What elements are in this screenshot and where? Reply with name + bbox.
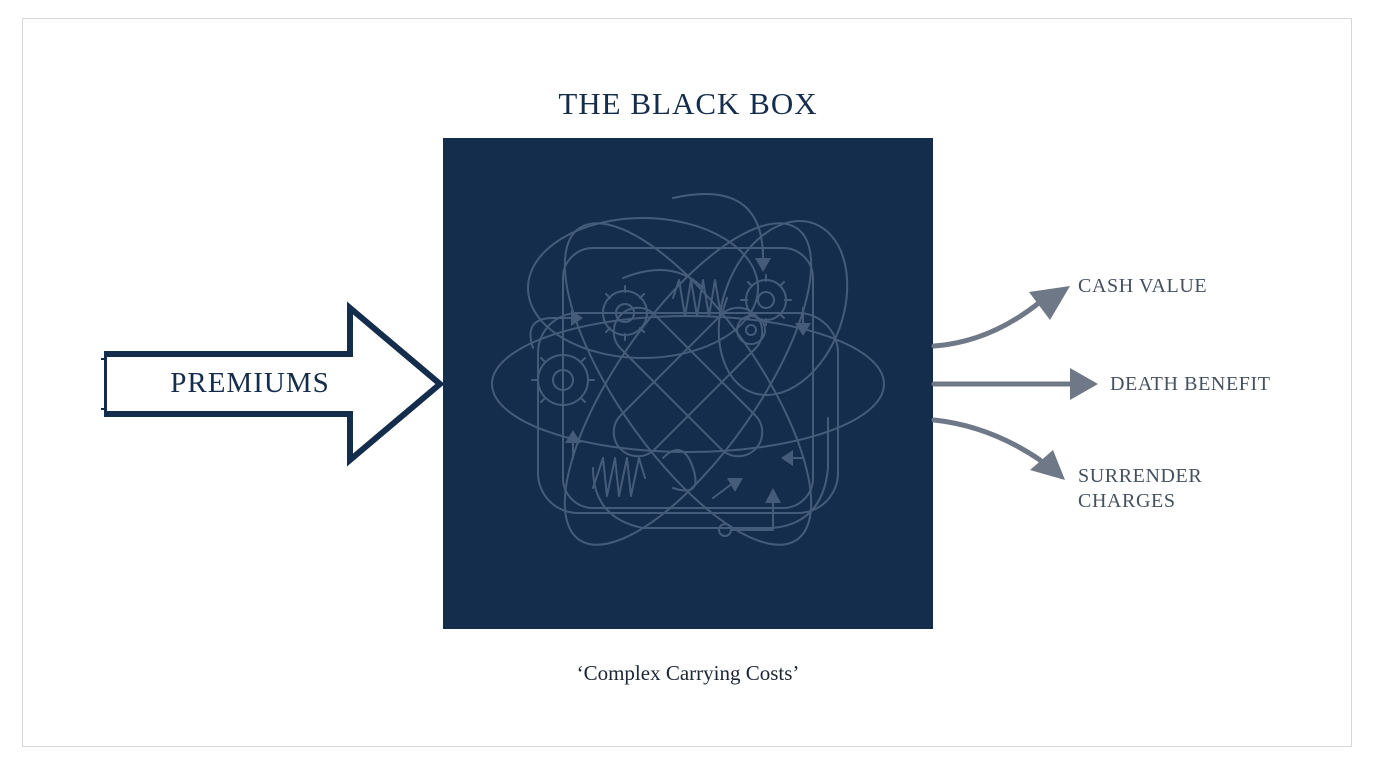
output-arrows (931, 286, 1098, 480)
cash-value-label: CASH VALUE (1078, 275, 1208, 297)
spring-icon (592, 457, 646, 497)
gear-icon (736, 315, 766, 345)
loop-arrow-icon (795, 323, 811, 336)
orbit-ring (563, 222, 813, 546)
orbit-ring (491, 315, 885, 453)
cash-value-arrow (931, 299, 1043, 349)
loop-arrow-icon (765, 488, 781, 503)
black-box (443, 138, 933, 629)
surrender-charges-arrow (931, 417, 1043, 463)
diagram-title: THE BLACK BOX (558, 86, 818, 121)
gear-icon (740, 274, 792, 326)
premiums-label: PREMIUMS (170, 367, 330, 399)
loop-arrow-icon (781, 450, 793, 466)
loop-arrow-icon (571, 310, 583, 326)
death-benefit-label: DEATH BENEFIT (1110, 373, 1271, 395)
surrender-charges-arrowhead (1030, 450, 1065, 480)
loop-arrow-icon (727, 478, 743, 492)
diagram-frame (22, 18, 1352, 747)
death-benefit-arrowhead (1070, 368, 1098, 400)
spring-icon (672, 279, 728, 317)
gear-icon (531, 348, 595, 412)
loop-arrow-icon (565, 430, 581, 443)
gear-icon (597, 285, 653, 341)
loop-arrow-icon (755, 258, 771, 272)
machinery-illustration (491, 193, 885, 546)
surrender-charges-label: SURRENDER CHARGES (1078, 465, 1203, 512)
box-caption: ‘Complex Carrying Costs’ (576, 661, 800, 685)
cash-value-arrowhead (1029, 286, 1070, 320)
premiums-arrow (100, 301, 445, 467)
